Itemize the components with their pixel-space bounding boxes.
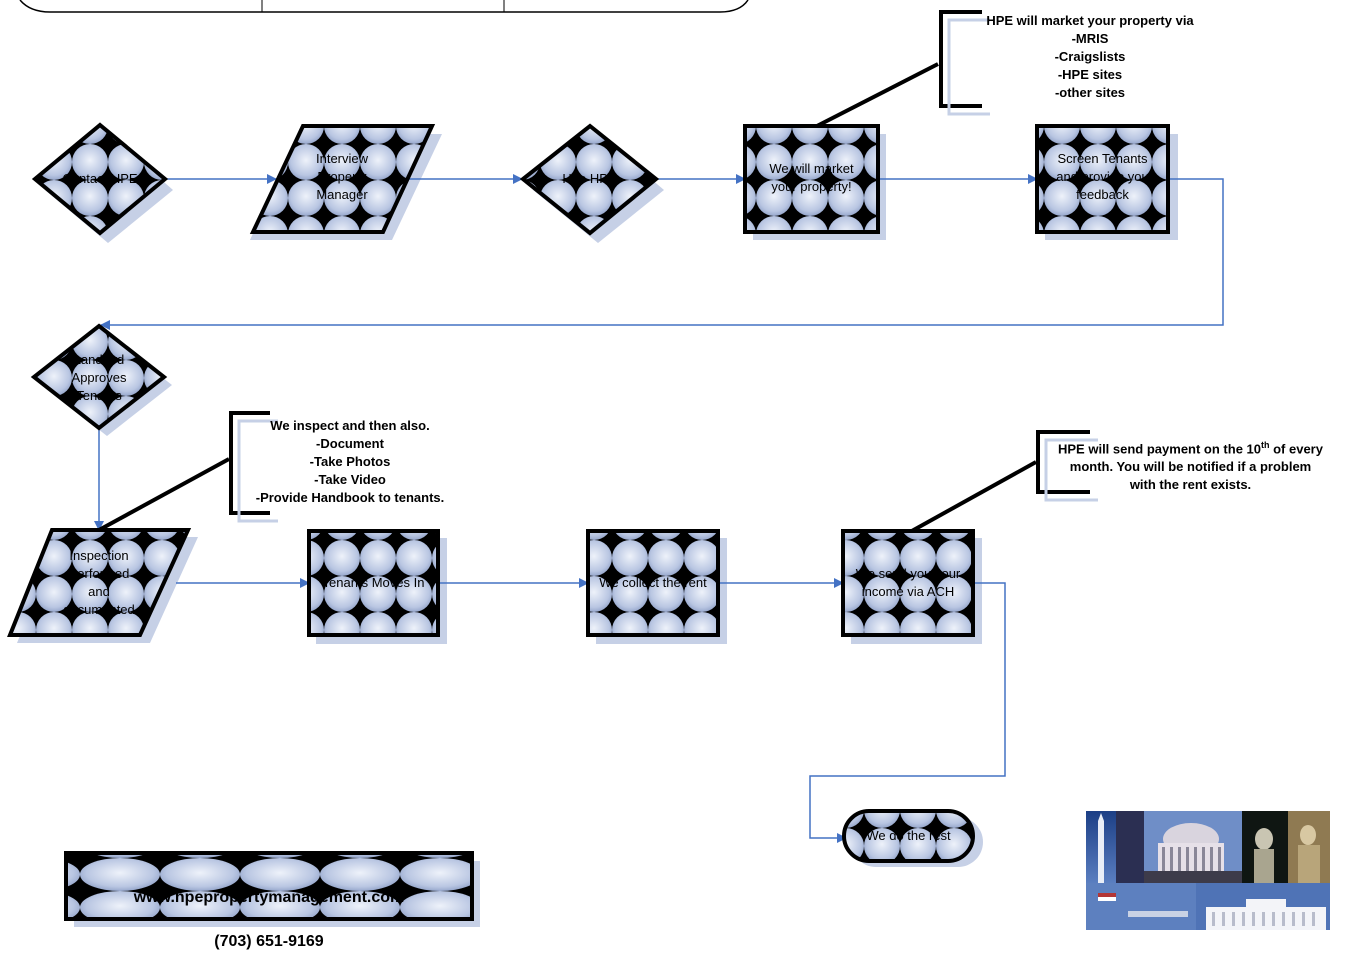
phone-number: (703) 651-9169 (66, 931, 472, 953)
marketing-note: HPE will market your property via -MRIS … (940, 12, 1240, 102)
payment-note-part1: HPE will send payment on the 10 (1058, 441, 1261, 456)
interview-manager-parallelogram[interactable] (253, 126, 432, 232)
send-income-box[interactable] (843, 531, 973, 635)
hire-hpe-diamond[interactable] (523, 126, 656, 233)
top-table-fragment (20, 0, 748, 12)
connectors (99, 179, 1223, 838)
collect-rent-box[interactable] (588, 531, 718, 635)
landlord-approves-diamond[interactable] (34, 326, 164, 428)
payment-note-sup: th (1261, 440, 1270, 450)
payment-note: HPE will send payment on the 10th of eve… (1038, 436, 1343, 494)
contact-banner-text: www.hpepropertymanagement.com (703) 651-… (66, 853, 472, 919)
we-do-the-rest-terminator[interactable] (844, 811, 973, 861)
tenants-moves-in-box[interactable] (309, 531, 438, 635)
flow-shapes (10, 125, 1168, 919)
screen-tenants-box[interactable] (1037, 126, 1168, 232)
website-link[interactable]: www.hpepropertymanagement.com (66, 887, 472, 909)
inspection-note: We inspect and then also. -Document -Tak… (230, 417, 470, 507)
market-property-box[interactable] (745, 126, 878, 232)
dc-monuments-collage (1086, 811, 1330, 930)
contact-hpe-diamond[interactable] (35, 125, 165, 233)
inspection-parallelogram[interactable] (10, 530, 188, 635)
